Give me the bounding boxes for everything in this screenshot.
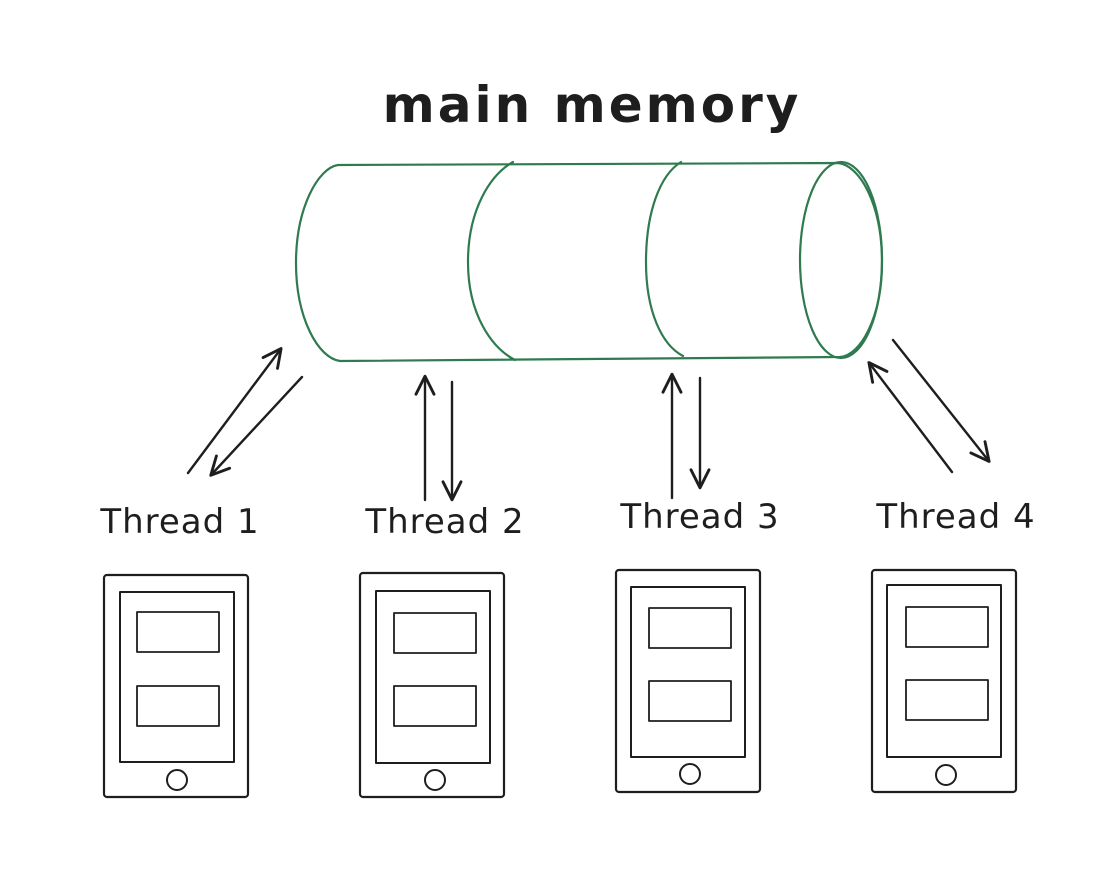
tablet-body xyxy=(358,571,506,799)
memory-arrows xyxy=(186,338,991,502)
memory-block-top xyxy=(905,606,989,648)
thread-label-2: Thread 2 xyxy=(364,502,524,542)
memory-block-top xyxy=(393,612,477,654)
arrow-thread1-down xyxy=(209,375,304,477)
tablet-body xyxy=(102,573,250,799)
diagram-title: main memory xyxy=(383,76,802,134)
arrow-thread1-up xyxy=(186,347,283,475)
memory-block-bottom xyxy=(648,680,732,722)
memory-block-bottom xyxy=(905,679,989,721)
tablet-screen xyxy=(375,590,491,764)
home-button xyxy=(679,763,701,785)
thread-label-1: Thread 1 xyxy=(99,502,259,542)
memory-block-top xyxy=(136,611,220,653)
tablet-body xyxy=(614,568,762,794)
tablet-icon xyxy=(614,568,762,794)
home-button xyxy=(424,769,446,791)
thread-label-4: Thread 4 xyxy=(875,497,1035,537)
tablet-icon xyxy=(358,571,506,799)
memory-segment-seam-1 xyxy=(466,160,517,362)
memory-segment-seam-2 xyxy=(644,160,685,358)
home-button xyxy=(166,769,188,791)
memory-block-bottom xyxy=(136,685,220,727)
tablet-body xyxy=(870,568,1018,794)
memory-block-top xyxy=(648,607,732,649)
tablet-screen xyxy=(630,586,746,758)
tablet-screen xyxy=(886,584,1002,758)
memory-cylinder xyxy=(294,160,884,363)
tablet-icon xyxy=(870,568,1018,794)
memory-block-bottom xyxy=(393,685,477,727)
memory-cylinder-cap xyxy=(798,160,884,360)
arrow-thread4-up xyxy=(867,361,954,474)
memory-cylinder-body xyxy=(294,161,884,363)
thread-label-3: Thread 3 xyxy=(619,497,779,537)
arrow-thread4-down xyxy=(891,338,991,463)
home-button xyxy=(935,764,957,786)
tablet-screen xyxy=(119,591,235,763)
tablet-icon xyxy=(102,573,250,799)
